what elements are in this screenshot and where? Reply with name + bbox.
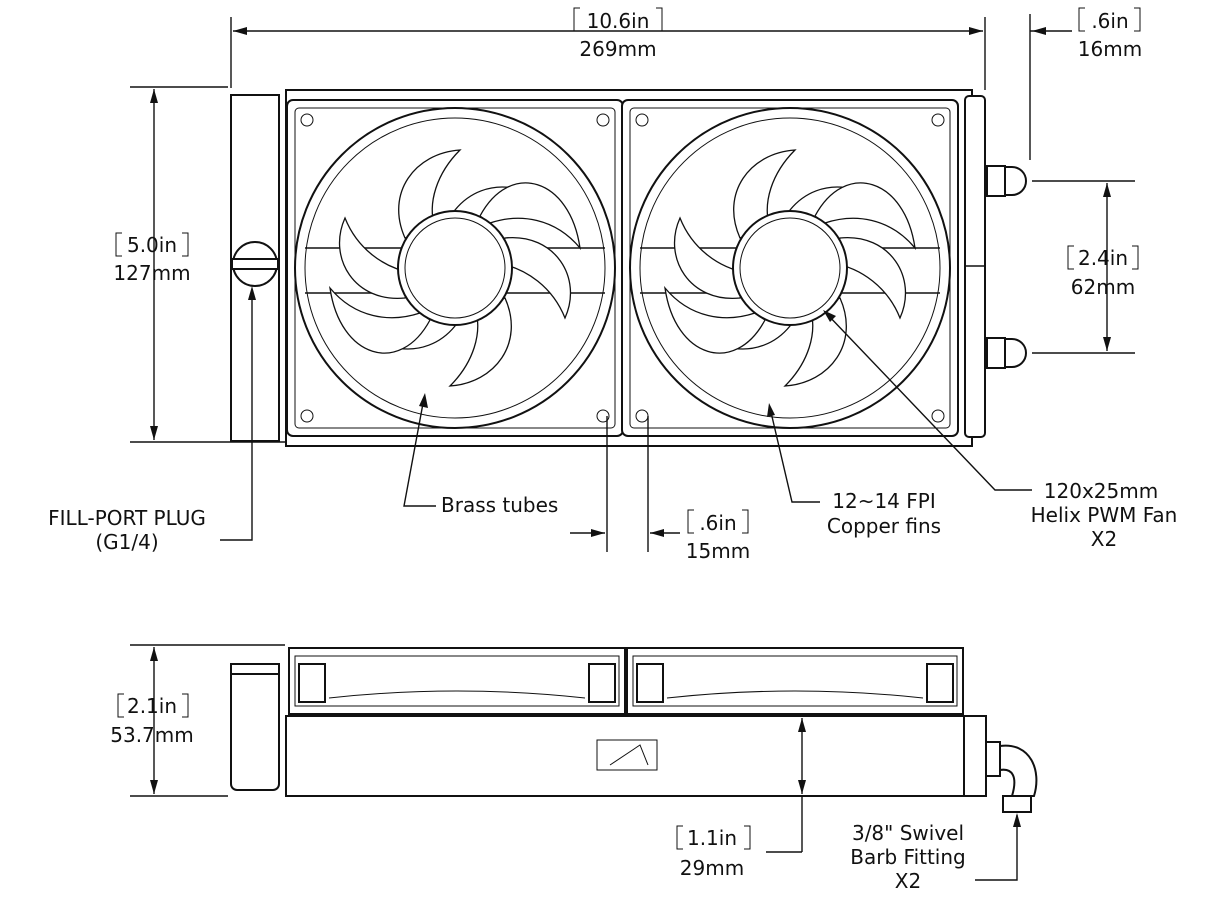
copper-fins-label-line2: Copper fins [827, 514, 941, 538]
copper-fins-label-line1: 12~14 FPI [832, 489, 935, 513]
fan-right [622, 100, 958, 436]
fan-left [287, 100, 623, 436]
barb-fitting-bottom [986, 337, 1027, 369]
barb-fitting-label-line2: Barb Fitting [850, 845, 965, 869]
fan-label-line2: Helix PWM Fan [1031, 503, 1178, 527]
fitting-depth-imperial: .6in [1091, 9, 1128, 33]
callout-fan: 120x25mm Helix PWM Fan X2 [823, 310, 1177, 551]
dimension-port-spacing: 2.4in 62mm [1032, 180, 1139, 354]
dimension-overall-width: 10.6in 269mm [230, 7, 986, 90]
fitting-depth-metric: 16mm [1078, 37, 1142, 61]
dimension-height: 5.0in 127mm [113, 86, 285, 443]
fan-gap-imperial: .6in [699, 511, 736, 535]
port-spacing-imperial: 2.4in [1078, 246, 1128, 270]
fill-port-tank-side [230, 663, 280, 791]
fill-port-label-line2: (G1/4) [95, 530, 158, 554]
callout-barb-fitting: 3/8" Swivel Barb Fitting X2 [850, 813, 1021, 893]
fan-side-left [288, 647, 626, 715]
dimension-fan-gap: .6in 15mm [570, 416, 750, 563]
dimension-fitting-depth: .6in 16mm [1029, 7, 1142, 160]
brass-tubes-label: Brass tubes [441, 493, 558, 517]
barb-fitting-top [986, 165, 1027, 197]
height-imperial: 5.0in [127, 233, 177, 257]
side-view [230, 647, 1038, 813]
total-thickness-imperial: 2.1in [127, 694, 177, 718]
swivel-barb-fitting-side [985, 741, 1038, 813]
barb-fitting-label-line1: 3/8" Swivel [852, 821, 964, 845]
dimension-radiator-thickness: 1.1in 29mm [676, 718, 806, 880]
fill-port-plug [231, 241, 279, 287]
overall-width-metric: 269mm [579, 37, 656, 61]
overall-width-imperial: 10.6in [587, 9, 650, 33]
fan-label-line3: X2 [1091, 527, 1117, 551]
total-thickness-metric: 53.7mm [110, 723, 194, 747]
height-metric: 127mm [113, 261, 190, 285]
fan-label-line1: 120x25mm [1044, 479, 1158, 503]
fill-port-label-line1: FILL-PORT PLUG [48, 506, 206, 530]
port-spacing-metric: 62mm [1071, 275, 1135, 299]
top-view [230, 89, 1027, 447]
manufacturer-logo [596, 739, 658, 771]
dimension-total-thickness: 2.1in 53.7mm [110, 644, 285, 797]
fan-side-right [626, 647, 964, 715]
barb-fitting-label-line3: X2 [895, 869, 921, 893]
radiator-core-side [285, 715, 965, 797]
fan-gap-metric: 15mm [686, 539, 750, 563]
radiator-thickness-imperial: 1.1in [687, 826, 737, 850]
callout-brass-tubes: Brass tubes [403, 393, 558, 517]
radiator-thickness-metric: 29mm [680, 856, 744, 880]
callout-copper-fins: 12~14 FPI Copper fins [767, 403, 941, 538]
callout-fill-port: FILL-PORT PLUG (G1/4) [48, 286, 256, 554]
